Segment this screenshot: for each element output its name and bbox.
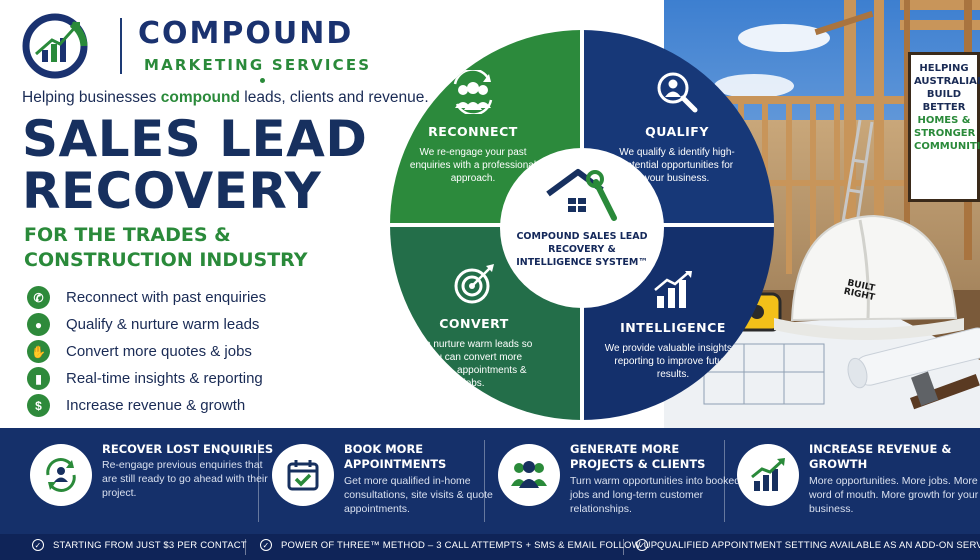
footer-text: QUALIFIED APPOINTMENT SETTING AVAILABLE …: [657, 539, 980, 551]
feature-title: BOOK MORE APPOINTMENTS: [344, 442, 447, 471]
benefit-item: ▮ Real-time insights & reporting: [27, 365, 266, 392]
brand-name: COMPOUND: [138, 16, 354, 51]
step-convert: CONVERT We nurture warm leads so you can…: [414, 262, 534, 390]
recover-icon: [46, 458, 76, 492]
hero-title: SALES LEAD RECOVERY: [22, 113, 392, 217]
feature-desc: More opportunities. More jobs. More word…: [809, 475, 979, 515]
feature-title: INCREASE REVENUE & GROWTH: [809, 442, 952, 471]
benefit-item: ✆ Reconnect with past enquiries: [27, 284, 266, 311]
brand-logo: COMPOUND MARKETING SERVICES: [22, 10, 382, 83]
benefit-item: ● Qualify & nurture warm leads: [27, 311, 266, 338]
footer-strip: ✓STARTING FROM JUST $3 PER CONTACT ✓POWE…: [0, 534, 980, 560]
clients-icon: [511, 461, 547, 488]
feature-icon-holder: [737, 444, 799, 506]
benefit-label: Increase revenue & growth: [66, 397, 246, 414]
bar-chart-icon: [654, 271, 692, 308]
reconnect-people-icon: [453, 70, 493, 114]
sign-line: HELPING: [919, 63, 969, 74]
sign-line: BUILD BETTER: [922, 89, 966, 113]
feature-desc: Re-engage previous enquiries that are st…: [102, 459, 268, 499]
hero-subtitle-line1: FOR THE TRADES &: [24, 224, 231, 246]
benefit-label: Real-time insights & reporting: [66, 370, 263, 387]
house-wrench-icon: [546, 169, 617, 221]
step-desc: We re-engage your past enquiries with a …: [409, 147, 537, 184]
check-circle-icon: ✓: [260, 539, 272, 551]
feature-revenue: INCREASE REVENUE & GROWTH More opportuni…: [737, 438, 978, 528]
feature-recover: RECOVER LOST ENQUIRIES Re-engage previou…: [30, 438, 273, 528]
brand-subtitle: MARKETING SERVICES: [144, 56, 372, 74]
growth-chart-icon: [751, 458, 785, 491]
step-intelligence: INTELLIGENCE We provide valuable insight…: [598, 270, 748, 381]
sign-line: COMMUNITIES: [914, 141, 980, 152]
footer-item: ✓ STARTING FROM JUST $3 PER CONTACT: [32, 539, 247, 551]
feature-icon-holder: [272, 444, 334, 506]
check-circle-icon: ✓: [636, 539, 648, 551]
hero-subtitle-line2: CONSTRUCTION INDUSTRY: [24, 249, 308, 271]
feature-title: RECOVER LOST ENQUIRIES: [102, 442, 274, 456]
features-band: RECOVER LOST ENQUIRIES Re-engage previou…: [0, 428, 980, 560]
people-icon: ●: [27, 313, 50, 336]
feature-icon-holder: [498, 444, 560, 506]
tagline-end: leads, clients and revenue.: [239, 89, 429, 106]
phone-icon: ✆: [27, 286, 50, 309]
feature-icon-holder: [30, 444, 92, 506]
feature-appointments: BOOK MORE APPOINTMENTS Get more qualifie…: [272, 438, 493, 528]
footer-divider: [623, 539, 624, 555]
footer-item: ✓ QUALIFIED APPOINTMENT SETTING AVAILABLE…: [636, 539, 980, 551]
footer-item: ✓POWER OF THREE™ METHOD – 3 CALL ATTEMPT…: [260, 539, 657, 551]
target-icon: [454, 264, 494, 304]
tagline-start: Helping businesses: [22, 89, 161, 106]
chart-icon: ▮: [27, 367, 50, 390]
step-title: QUALIFY: [645, 124, 709, 139]
feature-desc: Get more qualified in-home consultations…: [344, 475, 493, 515]
step-reconnect: RECONNECT We re-engage your past enquiri…: [408, 70, 538, 185]
calendar-check-icon: [287, 460, 319, 491]
benefit-label: Convert more quotes & jobs: [66, 343, 252, 360]
feature-desc: Turn warm opportunities into booked jobs…: [570, 475, 741, 515]
hero-title-line2: RECOVERY: [22, 162, 322, 220]
footer-divider: [245, 539, 246, 555]
check-circle-icon: ✓: [32, 539, 44, 551]
system-circle: RECONNECT We re-engage your past enquiri…: [390, 30, 774, 420]
benefit-label: Reconnect with past enquiries: [66, 289, 267, 306]
tagline: Helping businesses compound leads, clien…: [22, 89, 429, 107]
step-title: CONVERT: [439, 316, 509, 331]
step-title: RECONNECT: [428, 124, 518, 139]
logo-divider: [120, 18, 122, 74]
system-center-label: COMPOUND SALES LEAD RECOVERY & INTELLIGE…: [516, 231, 648, 268]
benefit-item: ✋ Convert more quotes & jobs: [27, 338, 266, 365]
benefit-label: Qualify & nurture warm leads: [66, 316, 260, 333]
handshake-icon: ✋: [27, 340, 50, 363]
footer-text: POWER OF THREE™ METHOD – 3 CALL ATTEMPTS…: [281, 539, 658, 551]
feature-divider: [724, 440, 725, 522]
hero-subtitle: FOR THE TRADES & CONSTRUCTION INDUSTRY: [24, 223, 308, 273]
feature-clients: GENERATE MORE PROJECTS & CLIENTS Turn wa…: [498, 438, 740, 528]
sign-line: AUSTRALIANS: [914, 76, 980, 87]
step-desc: We provide valuable insights & reporting…: [604, 343, 742, 380]
benefit-list: ✆ Reconnect with past enquiries ● Qualify …: [27, 284, 266, 419]
community-sign: HELPING AUSTRALIANS BUILD BETTER HOMES &…: [908, 52, 980, 202]
feature-divider: [258, 440, 259, 522]
feature-divider: [484, 440, 485, 522]
magnifier-person-icon: [657, 72, 698, 113]
benefit-item: $ Increase revenue & growth: [27, 392, 266, 419]
brand-dot: [260, 78, 265, 83]
sign-line: STRONGER: [914, 128, 976, 139]
step-qualify: QUALIFY We qualify & identify high-poten…: [612, 70, 742, 185]
step-desc: We nurture warm leads so you can convert…: [415, 339, 533, 389]
tagline-highlight: compound: [160, 89, 240, 106]
hero-title-line1: SALES LEAD: [22, 110, 368, 168]
logo-mark-icon: [22, 13, 88, 79]
step-title: INTELLIGENCE: [620, 320, 726, 335]
feature-title: GENERATE MORE PROJECTS & CLIENTS: [570, 442, 706, 471]
footer-text: STARTING FROM JUST $3 PER CONTACT: [53, 539, 247, 551]
sign-line: HOMES &: [917, 115, 971, 126]
step-desc: We qualify & identify high-potential opp…: [619, 147, 735, 184]
dollar-icon: $: [27, 394, 50, 417]
system-center: COMPOUND SALES LEAD RECOVERY & INTELLIGE…: [500, 148, 664, 308]
